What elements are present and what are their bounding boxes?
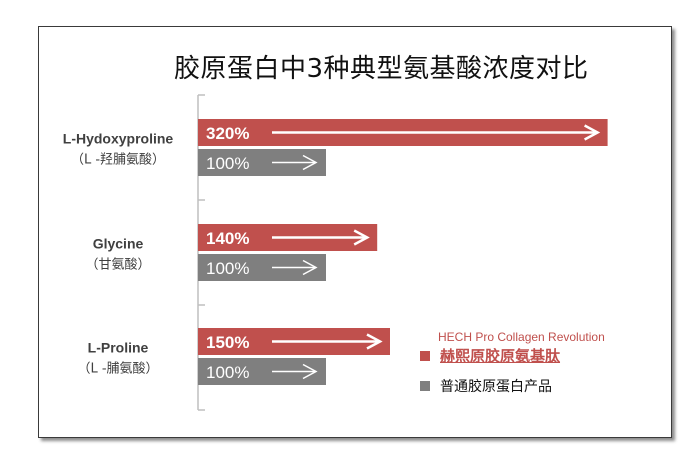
legend-hech-caption: HECH Pro Collagen Revolution bbox=[438, 330, 605, 344]
bar-value-label: 100% bbox=[206, 259, 249, 278]
bar-arrow-head bbox=[302, 363, 318, 380]
bar-value-label: 100% bbox=[206, 154, 249, 173]
category-label: Glycine bbox=[93, 236, 144, 252]
category-label: L-Hydoxyproline bbox=[63, 131, 174, 147]
chart-title: 胶原蛋白中3种典型氨基酸浓度对比 bbox=[174, 54, 589, 84]
legend-label-hech: 赫熙原胶原氨基肽 bbox=[440, 347, 561, 365]
legend-item-normal: 普通胶原蛋白产品 bbox=[420, 376, 552, 396]
bar-arrow-head bbox=[366, 333, 383, 350]
category-sublabel: （甘氨酸） bbox=[85, 258, 150, 273]
legend-swatch-normal bbox=[420, 381, 430, 391]
category-label: L-Proline bbox=[88, 340, 149, 356]
bar-value-label: 150% bbox=[206, 333, 249, 352]
bar-arrow-head bbox=[353, 229, 370, 246]
bar-arrow-head bbox=[302, 259, 318, 276]
bar-value-label: 100% bbox=[206, 363, 249, 382]
legend-label-normal: 普通胶原蛋白产品 bbox=[440, 379, 552, 395]
legend-item-hech: 赫熙原胶原氨基肽 bbox=[420, 345, 560, 366]
legend-swatch-hech bbox=[420, 350, 430, 361]
bar-value-label: 140% bbox=[206, 229, 249, 248]
bar-arrow-head bbox=[302, 154, 318, 171]
bar-arrow-head bbox=[584, 124, 601, 141]
bar-value-label: 320% bbox=[206, 124, 249, 143]
category-sublabel: （L -羟脯氨酸） bbox=[71, 153, 165, 168]
category-sublabel: （L -脯氨酸） bbox=[77, 362, 158, 377]
